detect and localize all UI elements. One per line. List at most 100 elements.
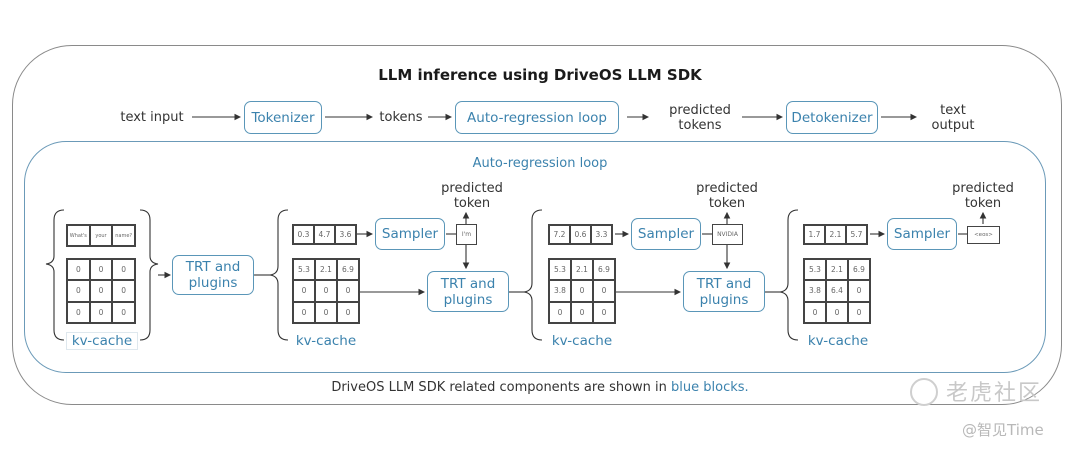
kv-cell: 0 xyxy=(848,301,870,323)
kv-cell: 0 xyxy=(67,301,90,323)
predicted-token-box-2: I'm xyxy=(456,224,477,245)
kv-cell: 3.8 xyxy=(549,280,571,302)
kv-cell: 0 xyxy=(549,301,571,323)
kv-cell: 2.1 xyxy=(571,259,593,281)
kv-cache-label-3: kv-cache xyxy=(551,333,613,349)
trt-line1: TRT and xyxy=(185,259,241,275)
outer-frame xyxy=(12,45,1062,405)
kv-cache-table-2: 5.3 2.1 6.9 0 0 0 0 0 0 xyxy=(292,258,360,324)
logit-cell: 4.7 xyxy=(314,225,335,244)
predicted-line2: token xyxy=(453,196,491,211)
kv-cell: 0 xyxy=(112,259,135,281)
logit-cell: 0.3 xyxy=(293,225,314,244)
kv-cell: 0 xyxy=(89,280,113,302)
trt-line2: plugins xyxy=(443,291,493,308)
text-output-line2: output xyxy=(931,118,975,133)
predicted-line1: predicted xyxy=(952,181,1014,196)
kv-cell: 0 xyxy=(67,259,90,281)
kv-cell: 5.3 xyxy=(549,259,571,281)
brace-right-1 xyxy=(139,209,159,341)
text-output-line1: text xyxy=(940,103,966,118)
kv-cache-label-2: kv-cache xyxy=(295,333,357,349)
logits-table-2: 0.3 4.7 3.6 xyxy=(292,224,357,245)
logit-cell: 0.6 xyxy=(570,225,591,244)
input-token-cell: What's xyxy=(67,225,90,246)
input-tokens-table: What's your name? xyxy=(66,224,136,247)
kv-cell: 0 xyxy=(337,280,359,302)
caption-highlight: blue blocks. xyxy=(671,380,749,395)
kv-cache-label-1: kv-cache xyxy=(66,332,138,350)
caption: DriveOS LLM SDK related components are s… xyxy=(0,380,1080,395)
logits-table-3: 7.2 0.6 3.3 xyxy=(548,224,613,245)
caption-text: DriveOS LLM SDK related components are s… xyxy=(331,380,672,395)
auto-regression-loop-frame xyxy=(24,141,1046,373)
tokenizer-block: Tokenizer xyxy=(244,101,322,134)
kv-cell: 0 xyxy=(337,301,359,323)
predicted-token-label-4: predicted token xyxy=(947,181,1019,211)
auto-regression-loop-block: Auto-regression loop xyxy=(455,101,619,134)
logit-cell: 5.7 xyxy=(846,225,867,244)
kv-cell: 6.9 xyxy=(593,259,615,281)
kv-cell: 0 xyxy=(293,280,315,302)
kv-cell: 0 xyxy=(571,280,593,302)
logit-cell: 1.7 xyxy=(804,225,825,244)
predicted-tokens-line2: tokens xyxy=(678,118,722,133)
kv-cell: 0 xyxy=(112,301,135,323)
logits-table-4: 1.7 2.1 5.7 xyxy=(803,224,868,245)
predicted-token-label-3: predicted token xyxy=(691,181,763,211)
kv-cache-table-1: 0 0 0 0 0 0 0 0 0 xyxy=(66,258,136,324)
kv-cell: 0 xyxy=(89,259,113,281)
input-token-cell: your xyxy=(89,225,113,246)
kv-cell: 0 xyxy=(315,280,337,302)
logit-cell: 3.3 xyxy=(591,225,612,244)
diagram-title: LLM inference using DriveOS LLM SDK xyxy=(378,66,702,84)
predicted-line2: token xyxy=(964,196,1002,211)
text-output-label: text output xyxy=(925,103,981,133)
kv-cell: 6.9 xyxy=(848,259,870,281)
logit-cell: 3.6 xyxy=(335,225,356,244)
predicted-line1: predicted xyxy=(696,181,758,196)
predicted-token-label-2: predicted token xyxy=(436,181,508,211)
kv-cell: 0 xyxy=(593,301,615,323)
kv-cell: 0 xyxy=(293,301,315,323)
tokens-label: tokens xyxy=(379,110,423,125)
kv-cell: 0 xyxy=(315,301,337,323)
kv-cell: 0 xyxy=(848,280,870,302)
kv-cache-label-4: kv-cache xyxy=(807,333,869,349)
brace-left-1 xyxy=(45,209,65,341)
kv-cell: 0 xyxy=(67,280,90,302)
predicted-tokens-line1: predicted xyxy=(669,103,731,118)
kv-cell: 0 xyxy=(571,301,593,323)
watermark-brand: 老虎社区 xyxy=(946,381,1043,406)
text-input-label: text input xyxy=(120,110,184,125)
watermark-author: @智见Time xyxy=(962,421,1044,439)
kv-cell: 0 xyxy=(89,301,113,323)
trt-line2: plugins xyxy=(188,275,238,291)
brace-left-3 xyxy=(523,209,543,341)
trt-line2: plugins xyxy=(699,291,749,308)
kv-cell: 5.3 xyxy=(293,259,315,281)
trt-line1: TRT and xyxy=(440,275,496,292)
input-token-cell: name? xyxy=(112,225,135,246)
logit-cell: 7.2 xyxy=(549,225,570,244)
trt-line1: TRT and xyxy=(696,275,752,292)
sampler-block-2: Sampler xyxy=(375,218,445,250)
kv-cell: 3.8 xyxy=(804,280,826,302)
kv-cache-table-3: 5.3 2.1 6.9 3.8 0 0 0 0 0 xyxy=(548,258,616,324)
kv-cell: 0 xyxy=(804,301,826,323)
sampler-block-3: Sampler xyxy=(631,218,701,250)
brace-left-2 xyxy=(269,209,289,341)
kv-cell: 6.4 xyxy=(826,280,848,302)
predicted-tokens-label: predicted tokens xyxy=(660,103,740,133)
detokenizer-block: Detokenizer xyxy=(786,101,878,134)
kv-cell: 6.9 xyxy=(337,259,359,281)
sampler-block-4: Sampler xyxy=(887,218,957,250)
predicted-line2: token xyxy=(708,196,746,211)
kv-cell: 5.3 xyxy=(804,259,826,281)
watermark-logo-icon xyxy=(910,378,938,406)
kv-cell: 0 xyxy=(826,301,848,323)
predicted-token-box-3: NVIDIA xyxy=(712,224,743,245)
